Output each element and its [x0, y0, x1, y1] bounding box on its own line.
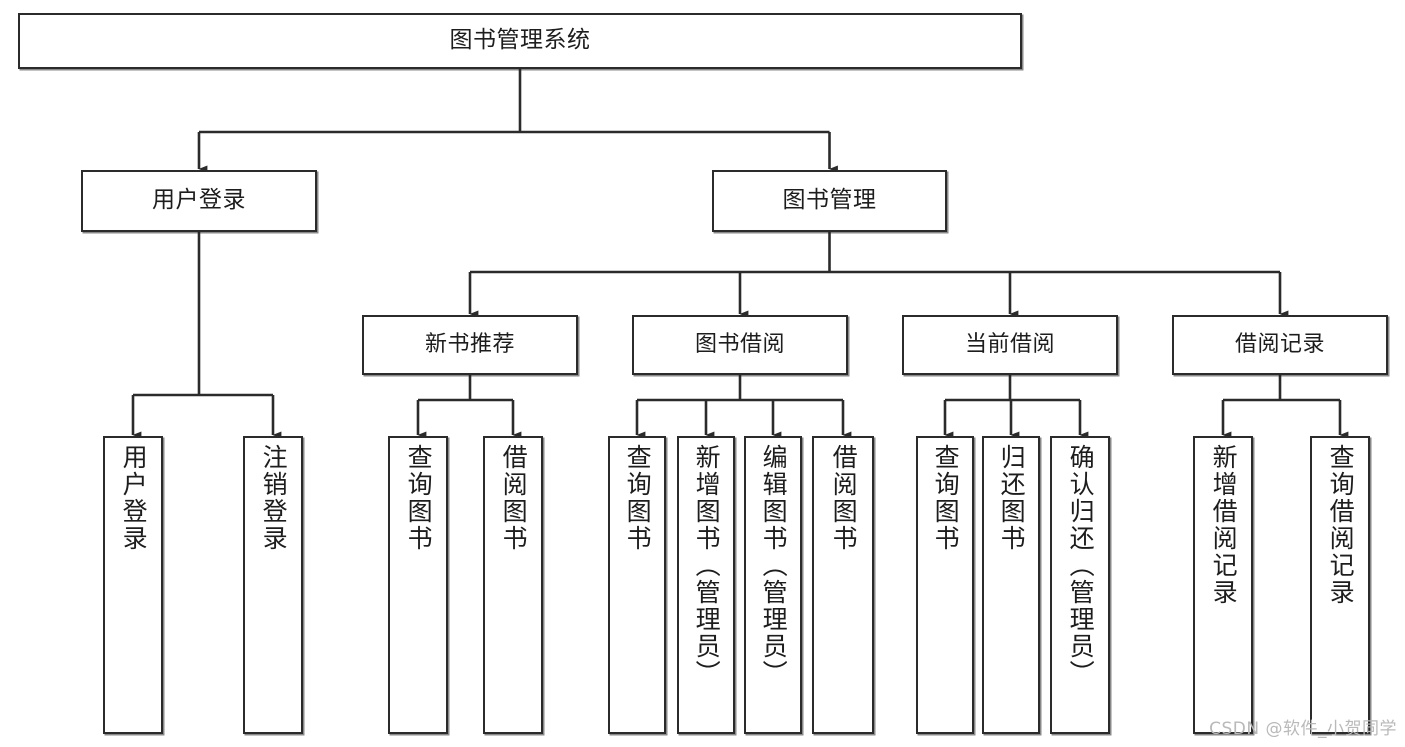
csdn-watermark: CSDN @软件_小贺同学 [1209, 719, 1397, 739]
node-level2-图书借阅[interactable]: 图书借阅 [632, 315, 848, 375]
node-label: 借阅图书 [829, 444, 859, 552]
node-leaf-当前借阅-确认归还（管理员）[interactable]: 确认归还（管理员） [1050, 436, 1110, 734]
node-label: 借阅图书 [499, 444, 529, 552]
node-leaf-图书借阅-新增图书（管理员）[interactable]: 新增图书（管理员） [677, 436, 735, 734]
node-label: 确认归还（管理员） [1066, 444, 1096, 687]
node-leaf-新书推荐-查询图书[interactable]: 查询图书 [388, 436, 448, 734]
node-leaf-借阅记录-查询借阅记录[interactable]: 查询借阅记录 [1310, 436, 1370, 734]
node-label: 归还图书 [997, 444, 1027, 552]
node-label: 当前借阅 [964, 332, 1055, 358]
node-label: 查询图书 [623, 444, 653, 552]
node-leaf-当前借阅-归还图书[interactable]: 归还图书 [982, 436, 1040, 734]
node-root-图书管理系统[interactable]: 图书管理系统 [18, 13, 1022, 69]
node-label: 用户登录 [119, 444, 149, 552]
node-label: 图书借阅 [694, 332, 785, 358]
node-label: 用户登录 [152, 187, 246, 214]
node-leaf-图书借阅-借阅图书[interactable]: 借阅图书 [812, 436, 874, 734]
node-label: 新书推荐 [424, 332, 515, 358]
node-leaf-当前借阅-查询图书[interactable]: 查询图书 [916, 436, 974, 734]
node-leaf-图书借阅-查询图书[interactable]: 查询图书 [608, 436, 666, 734]
node-label: 新增图书（管理员） [692, 444, 722, 687]
node-level1-用户登录[interactable]: 用户登录 [81, 170, 317, 232]
node-label: 图书管理系统 [449, 27, 591, 54]
edges-group [131, 69, 1349, 439]
node-leaf-图书借阅-编辑图书（管理员）[interactable]: 编辑图书（管理员） [744, 436, 802, 734]
node-level1-图书管理[interactable]: 图书管理 [712, 170, 947, 232]
node-label: 查询借阅记录 [1326, 444, 1356, 606]
node-label: 图书管理 [782, 187, 877, 214]
node-label: 查询图书 [404, 444, 434, 552]
node-label: 新增借阅记录 [1209, 444, 1239, 606]
node-leaf-借阅记录-新增借阅记录[interactable]: 新增借阅记录 [1193, 436, 1253, 734]
node-label: 注销登录 [259, 444, 289, 552]
node-label: 查询图书 [931, 444, 961, 552]
node-leaf-用户登录-注销登录[interactable]: 注销登录 [243, 436, 303, 734]
node-label: 编辑图书（管理员） [759, 444, 789, 687]
node-level2-当前借阅[interactable]: 当前借阅 [902, 315, 1118, 375]
node-leaf-用户登录-用户登录[interactable]: 用户登录 [103, 436, 163, 734]
node-label: 借阅记录 [1234, 332, 1325, 358]
node-leaf-新书推荐-借阅图书[interactable]: 借阅图书 [483, 436, 543, 734]
node-level2-新书推荐[interactable]: 新书推荐 [362, 315, 578, 375]
node-level2-借阅记录[interactable]: 借阅记录 [1172, 315, 1388, 375]
